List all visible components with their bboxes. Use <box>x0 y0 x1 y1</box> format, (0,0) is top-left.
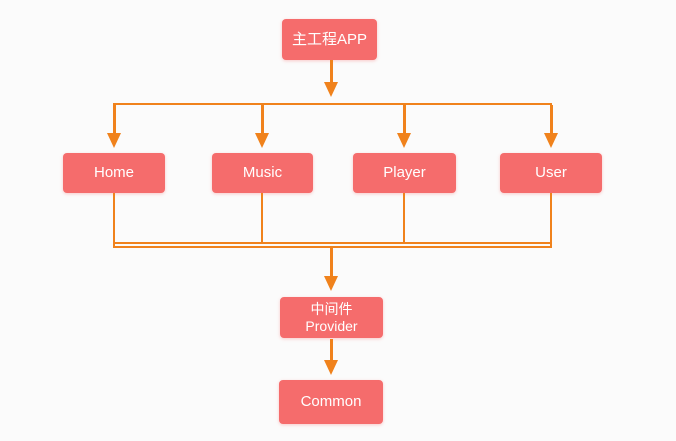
edge-home-to-bus-line <box>113 193 115 248</box>
node-main-app-label: 主工程APP <box>291 30 367 48</box>
top-bus-line <box>113 103 552 105</box>
arrow-down-icon <box>324 360 338 375</box>
node-music-label: Music <box>242 164 283 181</box>
node-user: User <box>500 153 602 193</box>
node-home: Home <box>63 153 165 193</box>
arrow-down-icon <box>397 133 411 148</box>
edge-bus-to-player-shaft <box>403 105 406 133</box>
node-player: Player <box>353 153 456 193</box>
edge-bus-to-music-shaft <box>261 105 264 133</box>
edge-player-to-bus-line <box>403 193 405 244</box>
edge-user-to-bus-line <box>550 193 552 248</box>
arrow-down-icon <box>107 133 121 148</box>
arrow-down-icon <box>544 133 558 148</box>
node-main-app: 主工程APP <box>282 19 377 60</box>
node-provider-label-line2: Provider <box>305 317 358 334</box>
edge-app-to-bus-shaft <box>330 60 333 82</box>
node-user-label: User <box>535 164 567 181</box>
edge-bus-to-home-shaft <box>113 105 116 133</box>
node-player-label: Player <box>383 164 426 181</box>
edge-provider-to-common-shaft <box>330 339 333 360</box>
arrow-down-icon <box>324 276 338 291</box>
node-common-label: Common <box>300 393 362 410</box>
node-music: Music <box>212 153 313 193</box>
node-provider: 中间件 Provider <box>280 297 383 338</box>
node-provider-label-line1: 中间件 <box>310 300 353 317</box>
node-common: Common <box>279 380 383 424</box>
arrow-down-icon <box>324 82 338 97</box>
lower-bus-line-lower <box>113 246 552 248</box>
edge-music-to-bus-line <box>261 193 263 244</box>
node-home-label: Home <box>93 164 134 181</box>
edge-bus-to-provider-shaft <box>330 248 333 276</box>
lower-bus-line-upper <box>113 242 552 244</box>
arrow-down-icon <box>255 133 269 148</box>
edge-bus-to-user-shaft <box>550 105 553 133</box>
